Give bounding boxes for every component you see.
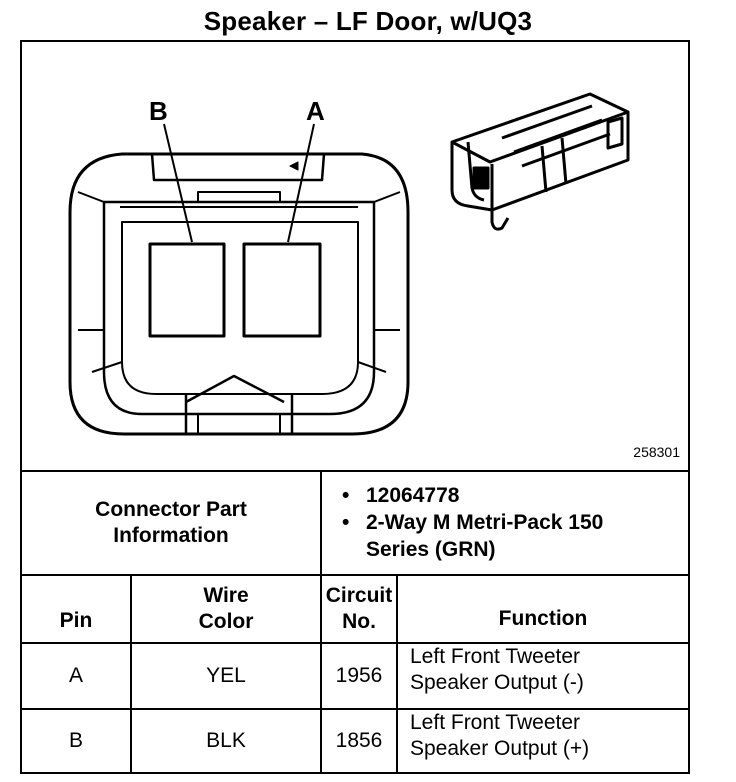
connector-info-row: Connector Part Information •12064778 •2-… (22, 472, 688, 576)
row-a-wire-color: YEL (132, 644, 322, 708)
connector-info-item: •2-Way M Metri-Pack 150 Series (GRN) (342, 511, 604, 561)
row-a-circuit: 1956 (322, 644, 398, 708)
table-header-row: Pin Wire Color Circuit No. Function (22, 576, 688, 644)
row-a-function: Left Front Tweeter Speaker Output (-) (410, 645, 584, 694)
connector-diagram: B A 258301 (22, 42, 688, 472)
connector-key (184, 374, 294, 434)
header-pin: Pin (22, 576, 132, 642)
header-function: Function (498, 607, 588, 630)
connector-face-drawing (68, 92, 630, 436)
diagram-title: Speaker – LF Door, w/UQ3 (203, 6, 533, 36)
pin-label-a: A (306, 96, 325, 126)
pin-cavity-a (242, 242, 322, 338)
pin-label-b: B (149, 96, 168, 126)
row-b-circuit: 1856 (322, 710, 398, 772)
leader-line-a (287, 123, 315, 243)
connector-info-item: •12064778 (342, 484, 460, 507)
connector-frame: B A 258301 Connector Part Information •1… (20, 40, 690, 774)
header-circuit: Circuit No. (322, 576, 398, 642)
table-row: B BLK 1856 Left Front Tweeter Speaker Ou… (22, 710, 688, 772)
row-a-pin: A (22, 644, 132, 708)
header-wire-color: Wire Color (132, 576, 322, 642)
connector-info-label: Connector Part Information (22, 472, 322, 574)
row-b-pin: B (22, 710, 132, 772)
connector-outer-shell (68, 152, 410, 436)
leader-line-b (163, 123, 193, 243)
connector-3d-view (450, 92, 630, 231)
connector-inner-shell (102, 200, 376, 416)
connector-latch (150, 153, 326, 182)
row-b-function: Left Front Tweeter Speaker Output (+) (410, 711, 590, 760)
connector-info-list: •12064778 •2-Way M Metri-Pack 150 Series… (322, 472, 688, 574)
pin-cavity-b (148, 242, 226, 338)
table-row: A YEL 1956 Left Front Tweeter Speaker Ou… (22, 644, 688, 710)
figure-code: 258301 (633, 444, 680, 460)
row-b-wire-color: BLK (132, 710, 322, 772)
